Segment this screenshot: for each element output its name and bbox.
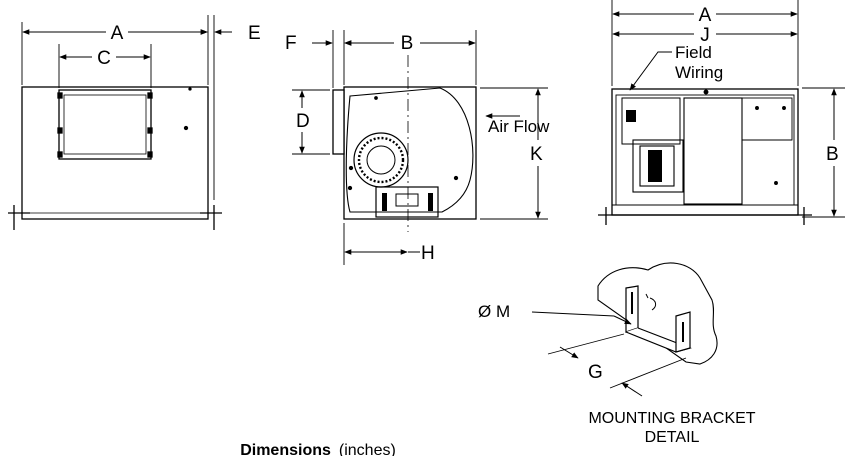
rear-view [598, 0, 845, 225]
label-f: F [285, 33, 297, 54]
label-g: G [588, 362, 603, 383]
label-field-wiring-1: Field [675, 43, 712, 62]
label-j: J [700, 25, 710, 46]
label-e: E [248, 23, 261, 44]
front-view [8, 15, 232, 230]
footer-title: Dimensions (inches) [240, 442, 396, 456]
label-c: C [97, 48, 111, 69]
label-air-flow: Air Flow [488, 117, 550, 136]
dimension-labels: A C E F B D K Air Flow H A J Field Wirin… [97, 5, 839, 456]
footer-title-bold: Dimensions [240, 442, 331, 456]
label-m: Ø M [478, 302, 510, 321]
bracket-detail [531, 262, 718, 397]
side-view [292, 30, 548, 265]
label-a-front: A [111, 23, 124, 44]
label-d: D [296, 111, 310, 132]
footer-unit: (inches) [339, 442, 396, 456]
label-a-rear: A [699, 5, 712, 26]
label-field-wiring-2: Wiring [675, 63, 723, 82]
detail-caption-line1: MOUNTING BRACKET [588, 410, 755, 427]
label-k: K [530, 144, 543, 165]
label-h: H [421, 243, 435, 264]
detail-caption-line2: DETAIL [645, 429, 700, 446]
label-b-side: B [401, 33, 414, 54]
label-b-rear: B [826, 144, 839, 165]
